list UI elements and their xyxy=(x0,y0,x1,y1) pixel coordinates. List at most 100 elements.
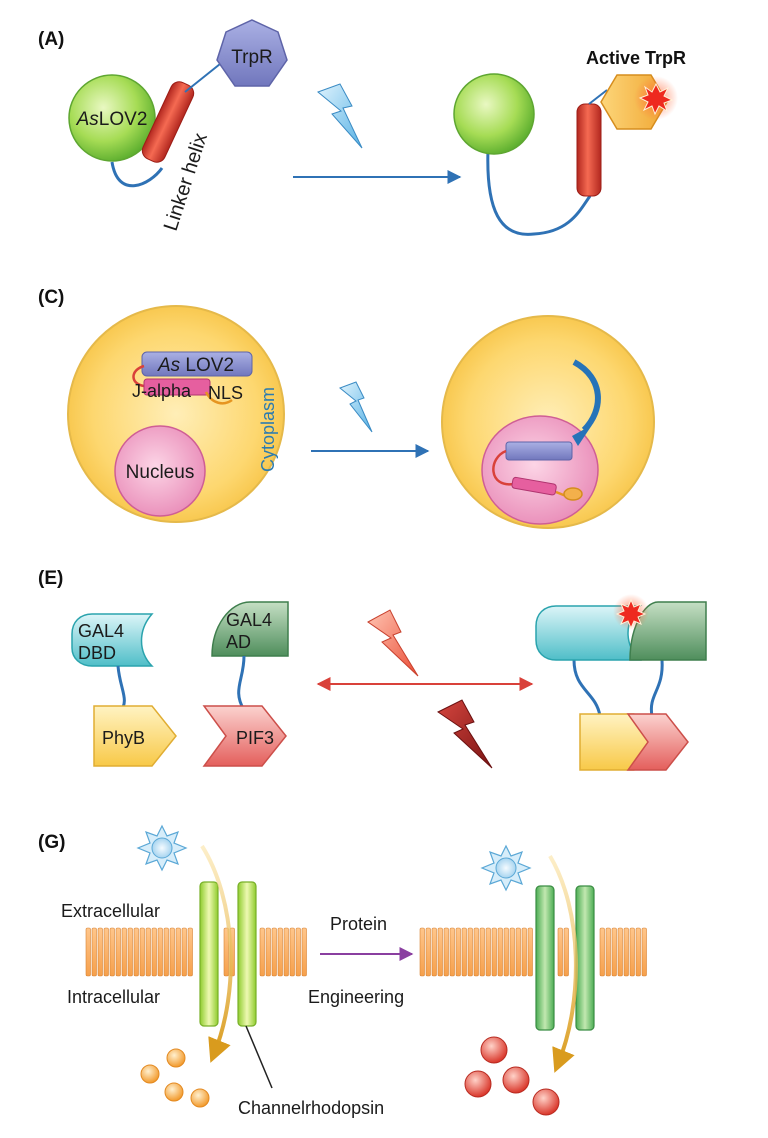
lipid-stripe xyxy=(485,927,491,977)
lipid-stripe xyxy=(527,927,533,977)
dbd-phyb-linker-bound xyxy=(572,659,602,717)
lipid-stripe xyxy=(473,927,479,977)
channelrhodopsin-label: Channelrhodopsin xyxy=(238,1098,384,1118)
lipid-stripe xyxy=(277,927,283,977)
ion-flux-arrow-right xyxy=(548,854,578,1073)
gal4-ad-domain xyxy=(211,601,289,657)
aslov2-domain xyxy=(68,74,156,162)
linker-helix-unfolded xyxy=(576,103,602,197)
lipid-stripe xyxy=(115,927,121,977)
trpr-label: TrpR xyxy=(231,47,273,68)
red-tether xyxy=(132,364,145,388)
lipid-stripe xyxy=(497,927,503,977)
lipid-stripe xyxy=(617,927,623,977)
ion xyxy=(464,1070,492,1098)
gal4-dbd-domain xyxy=(71,613,154,667)
panel-c-label: (C) xyxy=(38,287,64,308)
lipid-stripe xyxy=(139,927,145,977)
lipid-stripe xyxy=(121,927,127,977)
lipid-stripe xyxy=(479,927,485,977)
membrane-wild-type xyxy=(85,927,307,977)
lipid-stripe xyxy=(623,927,629,977)
lipid-stripe xyxy=(641,927,647,977)
sun-icon xyxy=(136,824,188,872)
jalpha-helix xyxy=(143,378,211,396)
channelrhodopsin-pointer xyxy=(245,1025,273,1089)
lipid-stripe xyxy=(271,927,277,977)
panel-g-label: (G) xyxy=(38,832,65,853)
nucleus-dark xyxy=(114,425,206,517)
lipid-stripe xyxy=(181,927,187,977)
active-tether xyxy=(486,149,592,236)
helix-to-active-trpr xyxy=(588,89,608,105)
panel-c: (C) As LOV2 J-alpha NLS Nucleus Cytoplas… xyxy=(38,287,655,529)
ion xyxy=(164,1082,184,1102)
lipid-stripe xyxy=(437,927,443,977)
lipid-stripe xyxy=(431,927,437,977)
channel-helix-right-2 xyxy=(575,885,595,1031)
ion xyxy=(502,1066,530,1094)
aslov2-bar xyxy=(141,351,253,377)
blue-light-bolt-icon xyxy=(317,83,363,149)
phyb-label: PhyB xyxy=(102,728,145,748)
phyb-domain xyxy=(93,705,177,767)
gal4-dbd-line2: DBD xyxy=(78,643,116,663)
lipid-stripe xyxy=(419,927,425,977)
aslov2-bar-suffix: LOV2 xyxy=(180,355,234,376)
nuclear-import-arrowhead xyxy=(572,425,592,446)
lipid-stripe xyxy=(283,927,289,977)
dbd-phyb-linker xyxy=(116,665,126,713)
lipid-stripe xyxy=(515,927,521,977)
lipid-stripe xyxy=(175,927,181,977)
lipid-stripe xyxy=(91,927,97,977)
lipid-stripe xyxy=(449,927,455,977)
lipid-stripe xyxy=(103,927,109,977)
blue-light-bolt-icon xyxy=(339,381,373,433)
lipid-stripe xyxy=(301,927,307,977)
lipid-stripe xyxy=(509,927,515,977)
gal4-ad-line2: AD xyxy=(226,632,251,652)
lipid-stripe xyxy=(85,927,91,977)
extracellular-label: Extracellular xyxy=(61,901,160,921)
nls-label: NLS xyxy=(208,383,243,403)
lipid-stripe xyxy=(455,927,461,977)
lipid-stripe xyxy=(557,927,563,977)
lipid-stripe xyxy=(259,927,265,977)
lipid-stripe xyxy=(521,927,527,977)
panel-g: (G) Extracellular Intracellular Channelr… xyxy=(38,824,647,1118)
lipid-stripe xyxy=(127,927,133,977)
aslov2-bar-prefix: As xyxy=(157,355,181,376)
lipid-stripe xyxy=(109,927,115,977)
channel-helix-left-1 xyxy=(199,881,219,1027)
lipid-stripe xyxy=(629,927,635,977)
engineering-label: Engineering xyxy=(308,987,404,1007)
aslov2-bar-label: As LOV2 xyxy=(157,355,234,376)
lipid-stripe xyxy=(605,927,611,977)
trpr-domain xyxy=(216,19,288,87)
lipid-stripe xyxy=(467,927,473,977)
lipid-stripe xyxy=(563,927,569,977)
lipid-stripe xyxy=(443,927,449,977)
activation-star-icon xyxy=(638,82,674,116)
aslov2-suffix: LOV2 xyxy=(99,109,148,130)
aslov2-label: AsLOV2 xyxy=(76,109,148,130)
lipid-stripe xyxy=(611,927,617,977)
pif3-domain xyxy=(202,705,287,767)
ion-flux-arrow-left xyxy=(200,844,233,1063)
lipid-stripe xyxy=(157,927,163,977)
nucleus-label: Nucleus xyxy=(126,462,195,483)
membrane-engineered xyxy=(419,927,647,977)
ion xyxy=(140,1064,160,1084)
pif3-bound xyxy=(626,713,689,771)
cytoplasm-label: Cytoplasm xyxy=(258,387,278,472)
lipid-stripe xyxy=(151,927,157,977)
aslov2-tether xyxy=(110,161,164,188)
lipid-stripe xyxy=(133,927,139,977)
lipid-stripe xyxy=(635,927,641,977)
far-red-light-bolt-icon xyxy=(437,699,493,769)
lipid-stripe xyxy=(265,927,271,977)
helix-to-trpr xyxy=(184,63,221,93)
lipid-stripe xyxy=(295,927,301,977)
ad-pif3-linker xyxy=(237,655,246,711)
linker-helix xyxy=(141,81,195,163)
